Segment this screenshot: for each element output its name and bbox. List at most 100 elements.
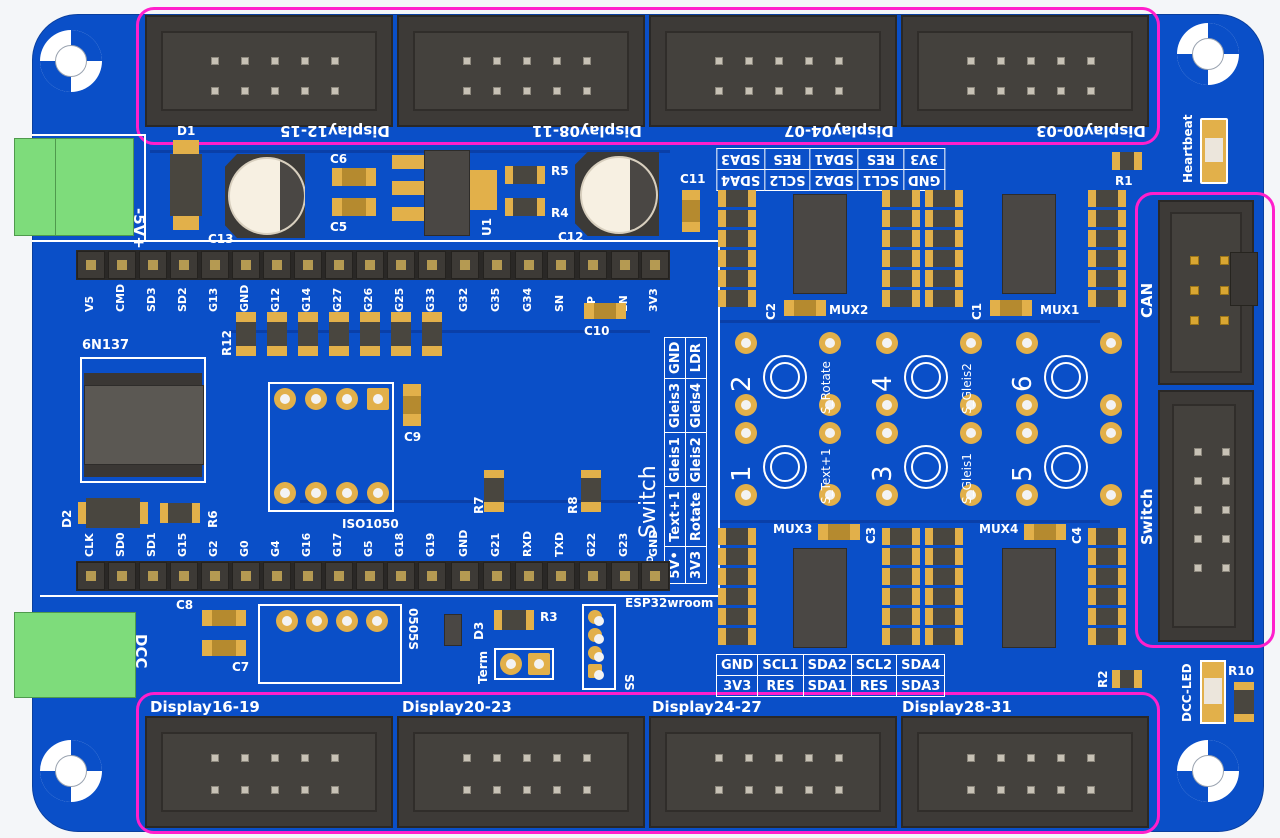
resistor — [718, 290, 756, 307]
label-c2: C2 — [764, 302, 778, 320]
connector-display00-03[interactable] — [901, 15, 1149, 127]
resistor — [925, 210, 963, 227]
connector-display20-23[interactable] — [397, 716, 645, 828]
cell: SCL1 — [757, 654, 804, 676]
connector-display12-15[interactable] — [145, 15, 393, 127]
esp-top-pin-label: G14 — [300, 287, 313, 312]
esp-bottom-pin-label: G2 — [207, 540, 220, 557]
d1-diode — [170, 140, 202, 230]
dcdc-0505s — [258, 604, 402, 684]
esp-top-header[interactable] — [76, 250, 670, 280]
cell: SCL2 — [764, 169, 810, 191]
label-d2: D2 — [60, 509, 74, 528]
r6 — [160, 503, 200, 523]
resistor — [882, 628, 920, 645]
resistor — [718, 608, 756, 625]
resistor — [718, 210, 756, 227]
resistor — [925, 528, 963, 545]
r3 — [494, 610, 534, 630]
esp-bottom-header[interactable] — [76, 561, 670, 591]
label-u1: U1 — [480, 217, 494, 236]
resistor — [882, 210, 920, 227]
button-label: S_Gleis2 — [960, 363, 974, 414]
term-jumper[interactable] — [494, 648, 554, 680]
button-label: S_Text+1 — [819, 448, 833, 504]
resistor — [718, 588, 756, 605]
connector-display24-27[interactable] — [649, 716, 897, 828]
heartbeat-led — [1200, 118, 1228, 184]
cell: 3V3 — [685, 546, 707, 584]
cell: GND — [715, 654, 759, 676]
cell: RES — [850, 675, 898, 697]
push-button-6[interactable]: 6 — [1006, 330, 1126, 420]
label-r10: R10 — [1228, 664, 1254, 678]
esp-bottom-pin-label: TXD — [553, 531, 566, 557]
connector-display08-11[interactable] — [397, 15, 645, 127]
label-esp32wroom: ESP32wroom — [625, 596, 714, 610]
iso1050-footprint — [268, 382, 394, 512]
ss-header[interactable] — [582, 604, 616, 690]
resistor — [925, 548, 963, 565]
esp-top-pin-label: SN — [553, 294, 566, 312]
cell: SDA2 — [802, 654, 852, 676]
mux4-ic — [1002, 548, 1056, 648]
connector-display28-31[interactable] — [901, 716, 1149, 828]
esp-top-pin-label: G34 — [521, 287, 534, 312]
label-c1: C1 — [970, 302, 984, 320]
resistor — [718, 190, 756, 207]
push-button-5[interactable]: 5 — [1006, 420, 1126, 510]
c1-capacitor — [990, 300, 1032, 316]
button-number: 2 — [727, 375, 757, 392]
resistor — [882, 548, 920, 565]
esp-bottom-pin-label: RXD — [521, 530, 534, 557]
esp-top-pin-label: G33 — [424, 287, 437, 312]
connector-switch[interactable] — [1158, 390, 1254, 642]
push-button-4[interactable]: 4 S_Gleis2 — [866, 330, 986, 420]
resistor — [1088, 250, 1126, 267]
connector-can[interactable] — [1158, 200, 1258, 385]
resistor — [882, 588, 920, 605]
resistor — [925, 568, 963, 585]
mounting-hole-bottom-right — [1177, 740, 1239, 802]
cell: SDA3 — [716, 148, 765, 170]
esp-bottom-pin-label: G15 — [176, 532, 189, 557]
power-terminal-outline — [32, 134, 146, 242]
cell: 3V3 — [903, 148, 945, 170]
button-number: 4 — [868, 375, 898, 392]
label-c6: C6 — [330, 152, 348, 166]
connector-display04-07[interactable] — [649, 15, 897, 127]
label-c7: C7 — [232, 660, 250, 674]
label-r12: R12 — [220, 330, 234, 356]
cell: Gleis3 — [664, 378, 686, 433]
label-d1: D1 — [177, 124, 196, 138]
resistor — [1088, 290, 1126, 307]
connector-display16-19[interactable] — [145, 716, 393, 828]
label-c5: C5 — [330, 220, 348, 234]
resistor — [422, 312, 442, 356]
power-terminal[interactable] — [14, 138, 134, 236]
trace — [150, 150, 670, 153]
resistor — [925, 250, 963, 267]
esp-bottom-pin-label: G22 — [585, 532, 598, 557]
dcc-terminal[interactable] — [14, 612, 136, 698]
esp-outline-bottom — [40, 595, 720, 597]
cell: RES — [764, 148, 810, 170]
resistor — [718, 548, 756, 565]
esp-bottom-pin-label: G0 — [238, 540, 251, 557]
d3-diode — [444, 614, 462, 646]
label-mux4: MUX4 — [979, 522, 1019, 536]
label-c10: C10 — [584, 324, 610, 338]
resistor — [298, 312, 318, 356]
esp-top-pin-label: V5 — [83, 295, 96, 312]
resistor — [882, 270, 920, 287]
resistor — [360, 312, 380, 356]
highlight-right-connectors — [1135, 192, 1275, 648]
c5-capacitor — [332, 198, 376, 216]
c7-capacitor — [202, 640, 246, 656]
esp-top-pin-label: G35 — [489, 287, 502, 312]
c6-capacitor — [332, 168, 376, 186]
cell: SCL2 — [850, 654, 898, 676]
